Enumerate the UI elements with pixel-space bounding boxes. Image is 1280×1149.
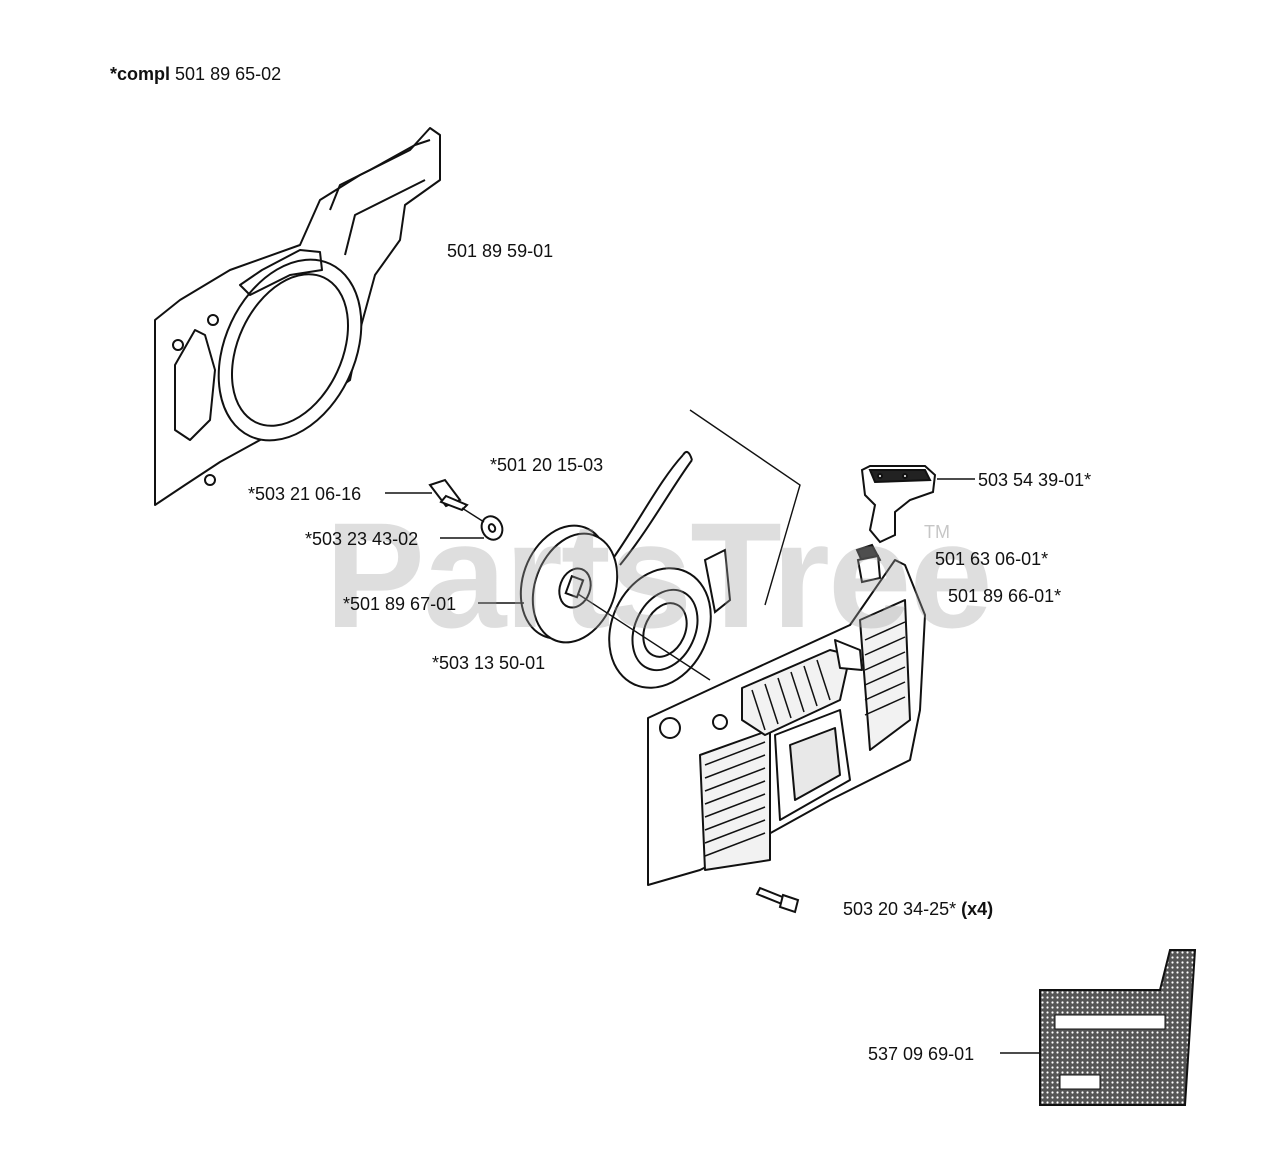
screw-part [428, 478, 469, 512]
housing-screw-part [755, 886, 800, 914]
compl-assembly-label: *compl 501 89 65-02 [110, 65, 281, 83]
part-label[interactable]: 501 89 66-01* [948, 586, 1062, 606]
starter-housing-part [647, 559, 926, 886]
watermark-tm: TM [924, 522, 950, 542]
callout-lines [385, 478, 1040, 1054]
part-label-with-qty[interactable]: 503 20 34-25* (x4) [843, 900, 993, 918]
part-label[interactable]: *501 89 67-01 [343, 594, 457, 614]
part-label[interactable]: 503 54 39-01* [978, 470, 1092, 490]
washer-part [480, 515, 504, 541]
part-label[interactable]: 501 63 06-01* [935, 549, 1049, 569]
rope-guide-part [855, 543, 882, 584]
watermark-text: PartsTree [325, 491, 993, 659]
compl-prefix: *compl [110, 64, 171, 84]
part-label[interactable]: *503 13 50-01 [432, 653, 546, 673]
part-label[interactable]: *503 21 06-16 [248, 484, 362, 504]
side-cover-part [154, 127, 441, 506]
part-label[interactable]: *503 23 43-02 [305, 529, 419, 549]
part-label[interactable]: 501 89 59-01 [447, 241, 554, 261]
alignment-lines [461, 507, 711, 681]
compl-number: 501 89 65-02 [175, 64, 282, 84]
starter-handle-part [860, 465, 937, 544]
part-label[interactable]: *501 20 15-03 [490, 455, 604, 475]
starter-rope-part [604, 409, 801, 606]
decal-part [1039, 949, 1197, 1106]
part-qty: (x4) [961, 899, 994, 919]
recoil-spring-part [608, 548, 732, 689]
part-number: 503 20 34-25* [843, 899, 957, 919]
part-label[interactable]: 537 09 69-01 [868, 1044, 975, 1064]
pulley-part [519, 524, 619, 644]
